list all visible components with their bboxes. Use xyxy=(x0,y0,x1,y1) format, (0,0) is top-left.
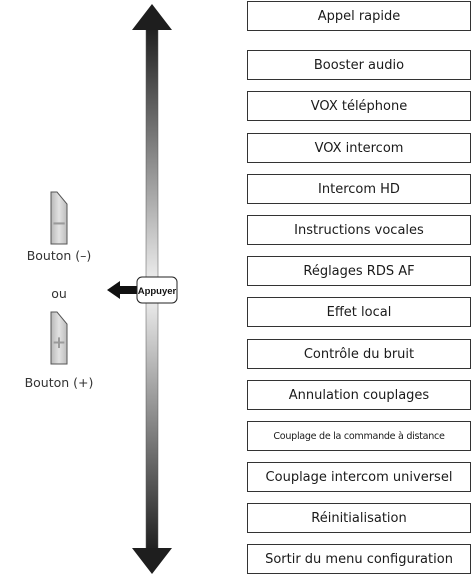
menu-item-effet-local: Effet local xyxy=(247,297,471,327)
menu-item-instructions-vocales: Instructions vocales xyxy=(247,215,471,245)
scroll-up-arrowhead xyxy=(132,4,172,30)
menu-item-annulation-couplages: Annulation couplages xyxy=(247,380,471,410)
menu-item-vox-intercom: VOX intercom xyxy=(247,133,471,163)
plus-key-symbol: + xyxy=(52,333,66,353)
plus-button-label: Bouton (+) xyxy=(24,375,94,390)
menu-item-appel-rapide: Appel rapide xyxy=(247,1,471,31)
menu-item-reglages-rds-af: Réglages RDS AF xyxy=(247,256,471,286)
menu-item-controle-bruit: Contrôle du bruit xyxy=(247,339,471,369)
press-button-label: Appuyer xyxy=(138,286,177,297)
menu-item-booster-audio: Booster audio xyxy=(247,50,471,80)
press-arrow-icon xyxy=(107,281,137,299)
menu-item-vox-telephone: VOX téléphone xyxy=(247,91,471,121)
press-button xyxy=(136,276,178,304)
minus-key-symbol: − xyxy=(51,213,66,234)
menu-item-couplage-commande-distance: Couplage de la commande à distance xyxy=(247,421,471,451)
plus-key-icon: + xyxy=(50,311,68,365)
minus-key-icon: − xyxy=(50,191,68,245)
minus-button-label: Bouton (–) xyxy=(26,248,92,263)
scroll-down-arrowhead xyxy=(132,548,172,574)
or-label: ou xyxy=(51,286,67,301)
menu-item-reinitialisation: Réinitialisation xyxy=(247,503,471,533)
menu-item-sortir-menu-configuration: Sortir du menu configuration xyxy=(247,544,471,574)
menu-item-couplage-intercom-universel: Couplage intercom universel xyxy=(247,462,471,492)
menu-item-intercom-hd: Intercom HD xyxy=(247,174,471,204)
